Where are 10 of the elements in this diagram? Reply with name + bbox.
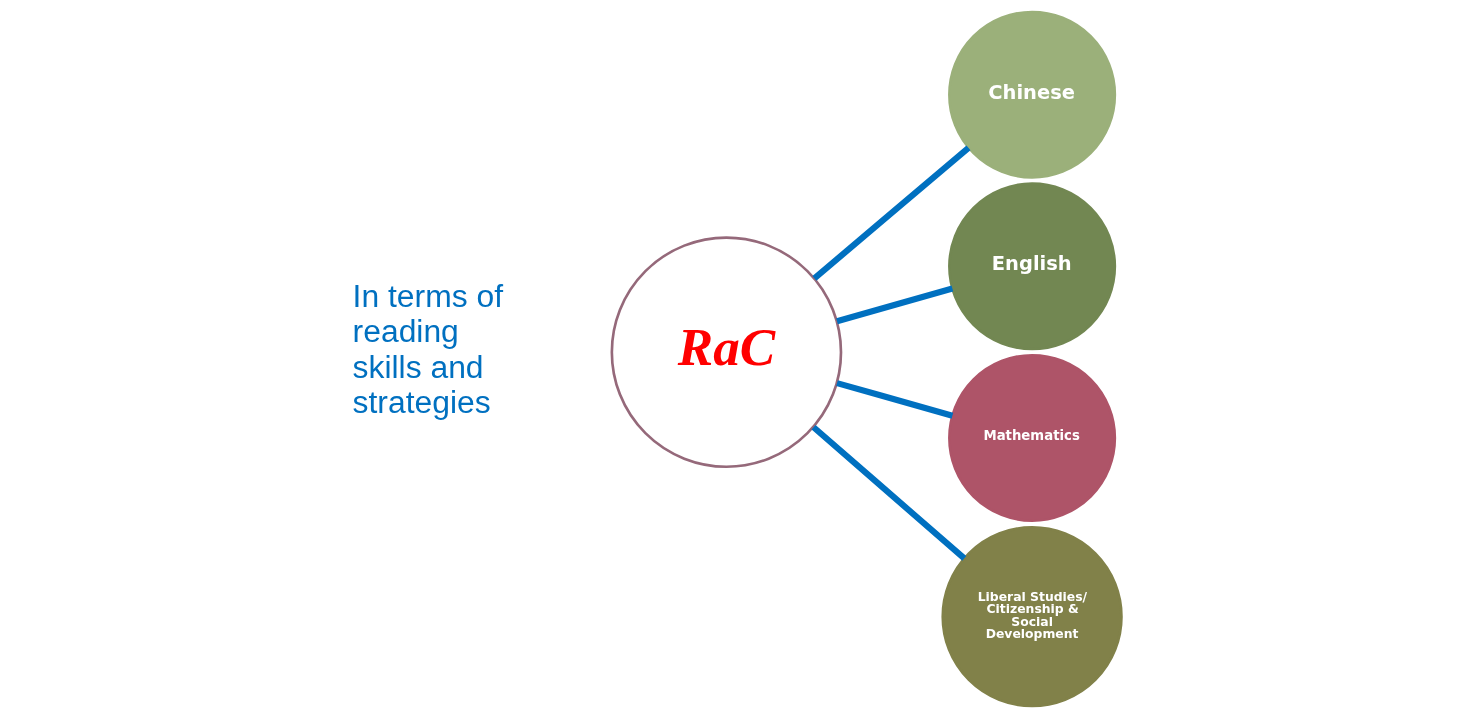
node-circle: Chinese [947, 10, 1116, 179]
connector [835, 380, 953, 419]
node-circle: Liberal Studies/ Citizenship & Social Development [940, 526, 1123, 708]
node-circle: Mathematics [947, 353, 1116, 522]
connector [811, 424, 966, 561]
connector [811, 145, 970, 281]
node-circle: English [947, 182, 1116, 351]
label: In terms of reading skills and strategies [352, 277, 503, 421]
connector [835, 285, 953, 325]
node-circle: RaC [610, 236, 842, 469]
